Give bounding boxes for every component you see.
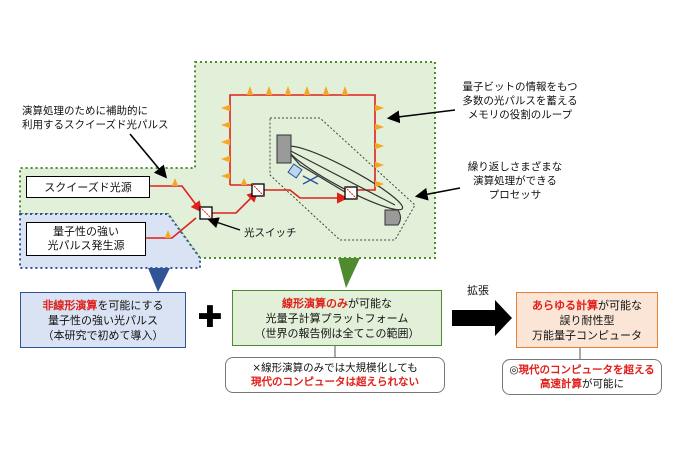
linear-line1: 線形演算のみが可能な bbox=[233, 296, 441, 311]
pulse-spike bbox=[265, 86, 273, 95]
universal-red: あらゆる計算 bbox=[532, 298, 598, 312]
linear-note-line1: ×線形演算のみでは大規模化しても bbox=[252, 362, 418, 374]
pulse-spike bbox=[375, 180, 384, 188]
universal-line1: あらゆる計算が可能な bbox=[517, 298, 657, 313]
universal-line3: 万能量子コンピュータ bbox=[532, 328, 642, 342]
beyond-classical-note: ◎現代のコンピュータを超える 高速計算が可能に bbox=[502, 359, 662, 395]
extend-label: 拡張 bbox=[458, 284, 498, 298]
processor-line2: 演算処理ができる bbox=[473, 175, 557, 187]
pulse-spike bbox=[221, 155, 230, 163]
pulse-spike bbox=[221, 104, 230, 112]
nonlinear-line2: 量子性の強い光パルス bbox=[48, 313, 158, 327]
beyond-red2: 高速計算 bbox=[540, 378, 582, 390]
label-optical-switch: 光スイッチ bbox=[244, 226, 297, 240]
optical-switch-text: 光スイッチ bbox=[244, 227, 297, 239]
linear-line3: （世界の報告例は全てこの範囲） bbox=[254, 326, 420, 340]
arrow-switch bbox=[207, 217, 241, 231]
pulse-spike bbox=[221, 121, 230, 129]
detector-lens bbox=[384, 209, 401, 226]
optical-switch-1 bbox=[199, 206, 213, 220]
detector-box bbox=[276, 134, 292, 164]
pulse-spike bbox=[303, 86, 311, 95]
label-squeezed-aux-line2: 利用するスクイーズド光パルス bbox=[22, 119, 169, 131]
label-memory-loop: 量子ビットの情報をもつ 多数の光パルスを蓄える メモリの役割のループ bbox=[450, 80, 590, 122]
pulse-spike bbox=[322, 86, 330, 95]
linear-platform-box: 線形演算のみが可能な 光量子計算プラットフォーム （世界の報告例は全てこの範囲） bbox=[232, 290, 442, 346]
beyond-mark: ◎ bbox=[509, 364, 519, 376]
linear-limit-note: ×線形演算のみでは大規模化しても 現代のコンピュータは超えられない bbox=[225, 357, 445, 393]
nonlinear-line3: （本研究で初めて導入） bbox=[42, 328, 164, 342]
arrow-memory-loop bbox=[386, 109, 456, 124]
quantum-source-line1: 量子性の強い bbox=[53, 225, 119, 238]
label-processor: 繰り返しさまざまな 演算処理ができる プロセッサ bbox=[455, 160, 575, 202]
pulse-spike bbox=[375, 104, 384, 112]
plus-glyph: ✚ bbox=[197, 300, 223, 335]
memory-loop-line3: メモリの役割のループ bbox=[467, 109, 573, 121]
beam-1-2 bbox=[212, 190, 259, 214]
quantum-source-box: 量子性の強い 光パルス発生源 bbox=[26, 222, 146, 256]
beyond-rest: が可能に bbox=[582, 378, 624, 390]
processor-line3: プロセッサ bbox=[488, 189, 542, 201]
optical-switch-3 bbox=[344, 186, 358, 200]
optical-switch-2 bbox=[251, 183, 265, 197]
pulse-spike bbox=[171, 178, 179, 186]
pointer-blue bbox=[148, 268, 170, 292]
extend-text: 拡張 bbox=[467, 284, 489, 297]
memory-loop-line1: 量子ビットの情報をもつ bbox=[462, 81, 578, 93]
extend-arrow bbox=[452, 300, 512, 336]
nonlinear-line1: 非線形演算を可能にする bbox=[21, 298, 185, 313]
pulse-spike bbox=[240, 178, 248, 185]
pulse-spike bbox=[284, 86, 292, 95]
quantum-source-line2: 光パルス発生源 bbox=[47, 239, 125, 252]
beam-2-3 bbox=[262, 189, 349, 204]
squeezed-source-label: スクイーズド光源 bbox=[44, 180, 132, 194]
pulse-spike bbox=[375, 142, 384, 150]
beyond-red: 現代のコンピュータを超える bbox=[518, 364, 655, 376]
linear-note-line2: 現代のコンピュータは超えられない bbox=[251, 376, 419, 388]
nonlinear-red: 非線形演算 bbox=[42, 298, 98, 312]
beamsplitter bbox=[287, 163, 303, 179]
pulse-spike bbox=[221, 138, 230, 146]
processor-region bbox=[269, 117, 416, 241]
pulse-spike bbox=[341, 86, 349, 95]
arrow-squeezed-aux bbox=[129, 133, 168, 179]
beyond-line2: 高速計算が可能に bbox=[503, 377, 661, 391]
plus-icon: ✚ bbox=[192, 300, 228, 336]
universal-rest: が可能な bbox=[598, 298, 642, 312]
splitter-cross bbox=[302, 175, 319, 185]
pulse-spike bbox=[375, 161, 384, 169]
nonlinear-rest: を可能にする bbox=[97, 298, 164, 312]
squeezed-beam bbox=[150, 185, 202, 213]
pulse-spike bbox=[246, 86, 254, 95]
linear-rest: が可能な bbox=[348, 296, 392, 310]
label-squeezed-aux: 演算処理のために補助的に 利用するスクイーズド光パルス bbox=[22, 104, 168, 132]
label-squeezed-aux-line1: 演算処理のために補助的に bbox=[22, 105, 148, 117]
arrow-processor bbox=[414, 187, 461, 201]
linear-line2: 光量子計算プラットフォーム bbox=[265, 311, 409, 325]
universal-qc-box: あらゆる計算が可能な 誤り耐性型 万能量子コンピュータ bbox=[516, 292, 658, 348]
linear-red: 線形演算のみ bbox=[282, 296, 348, 310]
quantum-beam bbox=[145, 217, 197, 239]
pulse-spike bbox=[375, 123, 384, 131]
memory-loop-line2: 多数の光パルスを蓄える bbox=[462, 95, 578, 107]
processor-line1: 繰り返しさまざまな bbox=[467, 161, 563, 173]
beyond-line1: ◎現代のコンピュータを超える bbox=[503, 363, 661, 377]
pulse-spike bbox=[164, 230, 172, 238]
light-pulses bbox=[164, 86, 384, 238]
pulse-spike bbox=[221, 172, 230, 180]
universal-line2: 誤り耐性型 bbox=[559, 313, 615, 327]
squeezed-source-box: スクイーズド光源 bbox=[26, 176, 150, 198]
pointer-green bbox=[338, 258, 360, 288]
nonlinear-box: 非線形演算を可能にする 量子性の強い光パルス （本研究で初めて導入） bbox=[20, 292, 186, 348]
